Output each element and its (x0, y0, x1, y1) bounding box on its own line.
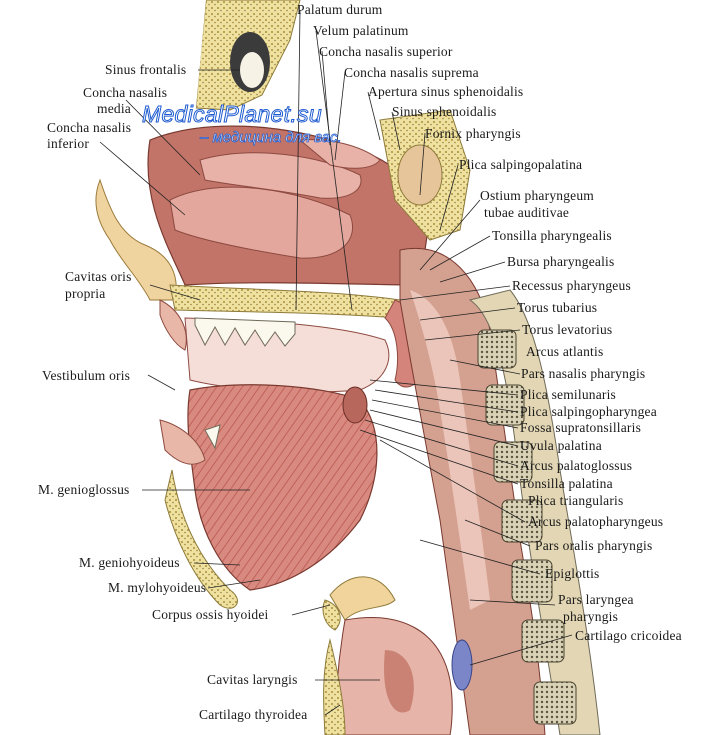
vertebrae (477, 329, 577, 725)
label-tonsilla-pharyngealis: Tonsilla pharyngealis (492, 228, 612, 243)
leader-lines (99, 9, 573, 716)
neck-back (519, 0, 713, 735)
label-pars-laryngea-1: Pars laryngea (558, 592, 634, 607)
hyoid (322, 599, 341, 631)
label-torus-levatorius: Torus levatorius (522, 322, 613, 337)
watermark-site: MedicalPlanet.su (142, 101, 323, 128)
label-sinus-frontalis: Sinus frontalis (105, 62, 187, 77)
label-pars-laryngea-2: pharyngis (563, 609, 619, 624)
label-vestibulum-oris: Vestibulum oris (42, 368, 131, 383)
palatum-durum (169, 284, 401, 319)
face-skin (0, 0, 330, 735)
label-pars-nasalis: Pars nasalis pharyngis (521, 366, 646, 381)
cavitas-laryngis-shape (384, 650, 414, 713)
tongue (187, 384, 378, 591)
label-recessus-pharyngeus: Recessus pharyngeus (512, 278, 631, 293)
label-torus-tubarius: Torus tubarius (517, 300, 598, 315)
lower-lip (159, 419, 206, 465)
upper-lip (159, 299, 187, 351)
label-arcus-palatoglossus: Arcus palatoglossus (520, 458, 633, 473)
label-concha-suprema: Concha nasalis suprema (344, 65, 479, 80)
pharynx-lumen (410, 290, 490, 610)
label-fossa-supratonsillaris: Fossa supratonsillaris (520, 420, 642, 435)
label-tonsilla-palatina: Tonsilla palatina (520, 476, 613, 491)
label-concha-inferior-2: inferior (47, 136, 90, 151)
watermark-tagline: – медицина для вас. (200, 129, 342, 147)
label-plica-semilunaris: Plica semilunaris (520, 387, 617, 402)
label-uvula-palatina: Uvula palatina (520, 438, 602, 453)
label-apertura-sinus: Apertura sinus sphenoidalis (368, 84, 524, 99)
label-m-genioglossus: M. genioglossus (38, 482, 130, 497)
label-plica-triangularis: Plica triangularis (528, 493, 624, 508)
label-cavitas-laryngis: Cavitas laryngis (207, 672, 298, 687)
label-m-geniohyoideus: M. geniohyoideus (79, 555, 180, 570)
label-cavitas-oris-2: propria (65, 286, 106, 301)
label-epiglottis: Epiglottis (545, 566, 600, 581)
label-arcus-palatopharyngeus: Arcus palatopharyngeus (528, 514, 664, 529)
label-ostium-1: Ostium pharyngeum (480, 188, 595, 203)
mandible (164, 469, 238, 609)
thyroid-cartilage (323, 639, 346, 735)
label-cavitas-oris-1: Cavitas oris (65, 269, 132, 284)
label-concha-media-2: media (97, 101, 131, 116)
concha-media (199, 152, 362, 199)
label-corpus-ossis-hyoidei: Corpus ossis hyoidei (152, 607, 269, 622)
label-concha-superior: Concha nasalis superior (319, 44, 453, 59)
label-m-mylohyoideus: M. mylohyoideus (108, 580, 207, 595)
label-ostium-2: tubae auditivae (484, 205, 570, 220)
lower-teeth (204, 424, 221, 450)
label-bursa-pharyngealis: Bursa pharyngealis (507, 254, 615, 269)
label-arcus-atlantis: Arcus atlantis (526, 344, 604, 359)
label-cartilago-cricoidea: Cartilago cricoidea (575, 628, 682, 643)
upper-teeth (194, 317, 296, 347)
label-palatum-durum: Palatum durum (297, 2, 383, 17)
label-plica-salpingopalatina: Plica salpingopalatina (459, 157, 583, 172)
epiglottis-shape (329, 576, 396, 621)
sinus-sphenoidalis (397, 144, 443, 206)
label-cartilago-thyroidea: Cartilago thyroidea (199, 707, 308, 722)
label-concha-inferior-1: Concha nasalis (47, 120, 132, 135)
label-concha-media-1: Concha nasalis (83, 85, 168, 100)
cricoid (451, 639, 473, 691)
label-plica-salpingopharyngea: Plica salpingopharyngea (520, 404, 657, 419)
label-sinus-sphenoidalis: Sinus sphenoidalis (392, 104, 497, 119)
concha-superior (298, 139, 381, 169)
concha-inferior (169, 186, 353, 259)
tonsilla-palatina (342, 386, 368, 424)
label-velum-palatinum: Velum palatinum (313, 23, 409, 38)
label-fornix-pharyngis: Fornix pharyngis (425, 126, 521, 141)
label-pars-oralis: Pars oralis pharyngis (535, 538, 653, 553)
